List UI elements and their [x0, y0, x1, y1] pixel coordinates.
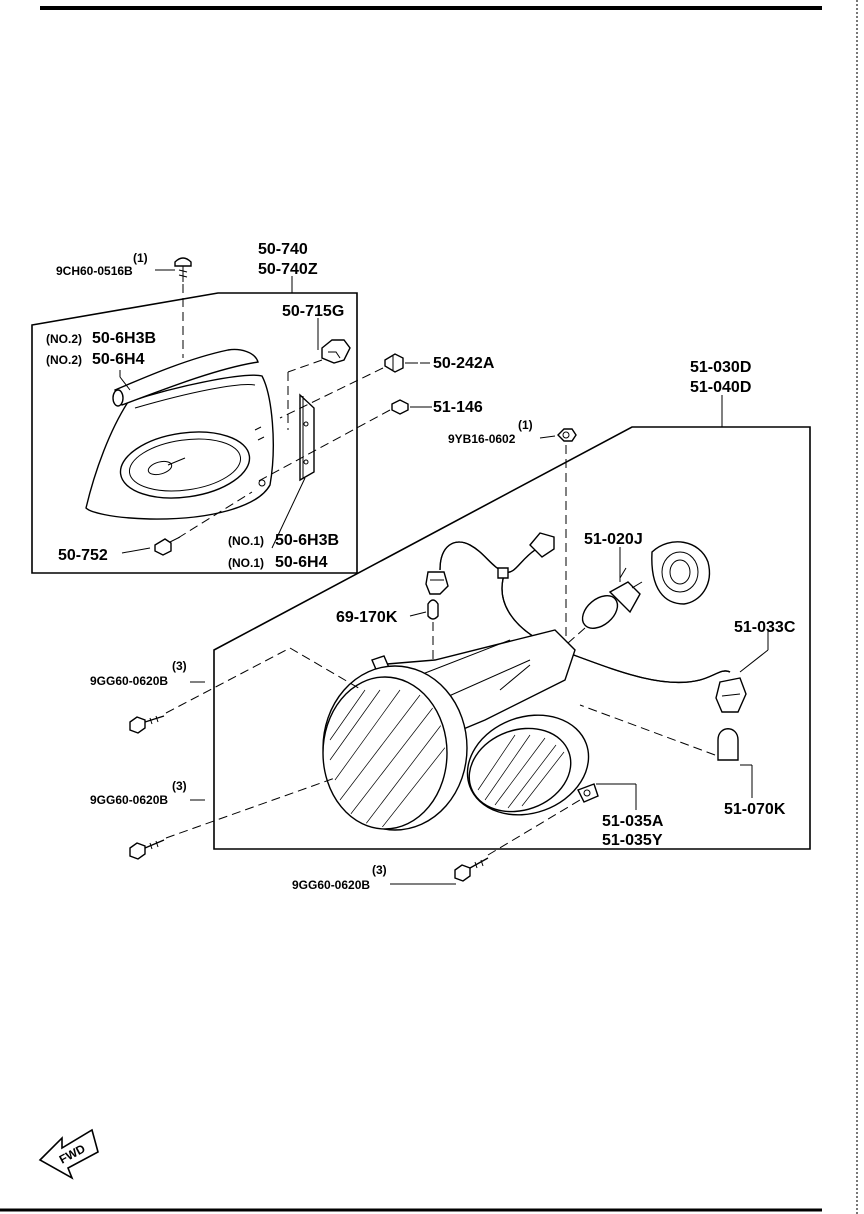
- part-50-752-label: 50-752: [58, 547, 108, 564]
- grommet-50-242a-icon: [279, 353, 418, 419]
- turn-lens-hatching-icon: [477, 734, 565, 809]
- part-code-bolt2-label: 9GG60-0620B: [90, 793, 168, 807]
- no2-tag-b: (NO.2): [46, 353, 82, 367]
- bulb-51-020j-icon: [559, 567, 643, 651]
- part-51-146-label: 51-146: [433, 399, 483, 416]
- dust-cover-icon: [651, 541, 711, 605]
- part-69-170k-label: 69-170K: [336, 609, 398, 626]
- clip-51-146-icon: [254, 399, 418, 484]
- part-51-020j-label: 51-020J: [584, 531, 643, 548]
- seal-strip-no1-icon: [299, 393, 315, 482]
- part-code-9ch60-label: 9CH60-0516B: [56, 264, 133, 278]
- main-lens-hatching-icon: [329, 689, 445, 827]
- part-50-740z-label: 50-740Z: [258, 261, 318, 278]
- fwd-arrow-icon: FWD: [38, 1128, 99, 1180]
- part-51-040d-label: 51-040D: [690, 379, 751, 396]
- part-50-6h3b-no2-label: 50-6H3B: [92, 330, 156, 347]
- part-51-035a-label: 51-035A: [602, 813, 664, 830]
- bolt-1-icon: [129, 647, 363, 734]
- headlamp-housing-icon: [322, 629, 599, 831]
- nut-9yb16-icon: [557, 428, 577, 650]
- headlamp-bezel-icon: [85, 374, 274, 520]
- qty-9ch60-label: (1): [133, 251, 148, 265]
- wiring-harness-icon: [439, 532, 731, 684]
- screw-50-752-icon: [154, 491, 253, 556]
- qty-bolt2-label: (3): [172, 779, 187, 793]
- clip-50-715g-icon: [287, 339, 351, 430]
- part-51-035y-label: 51-035Y: [602, 832, 663, 849]
- part-51-070k-label: 51-070K: [724, 801, 786, 818]
- no1-tag-a: (NO.1): [228, 534, 264, 548]
- qty-9yb16-label: (1): [518, 418, 533, 432]
- part-50-6h4-no1-label: 50-6H4: [275, 554, 328, 571]
- screw-9ch60-icon: [174, 257, 192, 358]
- part-50-740-label: 50-740: [258, 241, 308, 258]
- turn-socket-icon: [715, 677, 747, 713]
- part-50-242a-label: 50-242A: [433, 355, 495, 372]
- qty-bolt1-label: (3): [172, 659, 187, 673]
- bolt-3-icon: [454, 799, 581, 882]
- part-50-715g-label: 50-715G: [282, 303, 344, 320]
- no1-tag-b: (NO.1): [228, 556, 264, 570]
- no2-tag-a: (NO.2): [46, 332, 82, 346]
- part-51-033c-label: 51-033C: [734, 619, 796, 636]
- part-code-bolt3-label: 9GG60-0620B: [292, 878, 370, 892]
- part-50-6h3b-no1-label: 50-6H3B: [275, 532, 339, 549]
- seal-strip-no2-icon: [112, 348, 259, 407]
- bezel-group-box: [31, 292, 358, 574]
- bulb-69-170k-icon: [427, 599, 439, 665]
- side-marker-socket-icon: [425, 571, 449, 595]
- part-51-030d-label: 51-030D: [690, 359, 751, 376]
- bulb-51-070k-icon: [579, 704, 739, 761]
- part-50-6h4-no2-label: 50-6H4: [92, 351, 145, 368]
- part-code-bolt1-label: 9GG60-0620B: [90, 674, 168, 688]
- part-code-9yb16-label: 9YB16-0602: [448, 432, 516, 446]
- qty-bolt3-label: (3): [372, 863, 387, 877]
- headlamp-unit-box: [213, 426, 811, 850]
- bolt-2-icon: [129, 777, 336, 860]
